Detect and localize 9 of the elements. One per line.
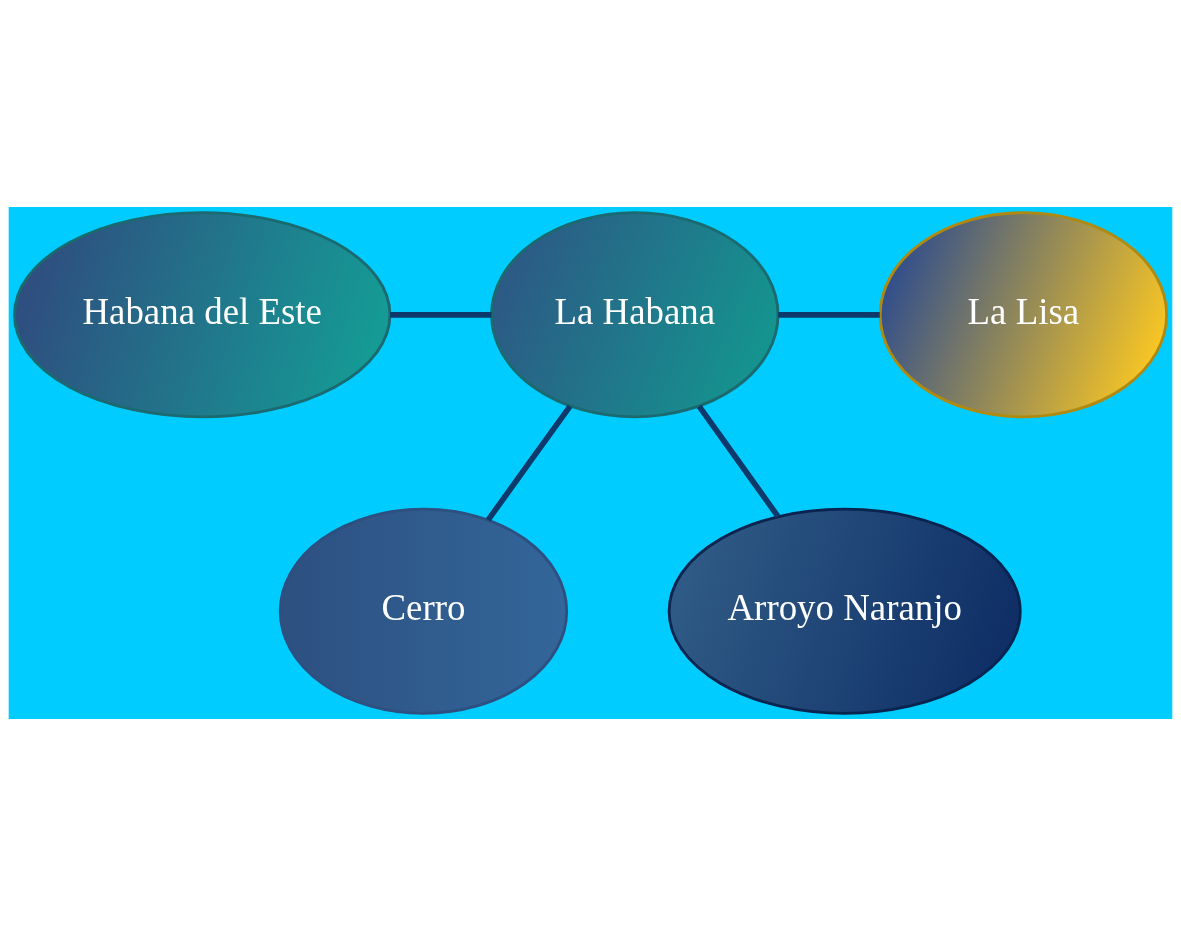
node-ellipse: Cerro <box>278 507 569 715</box>
node-ellipse: Habana del Este <box>13 210 392 418</box>
connector <box>390 311 492 318</box>
node-ellipse: La Habana <box>490 210 780 418</box>
connector <box>778 311 880 318</box>
node-ellipse: La Lisa <box>878 210 1169 418</box>
node-ellipse: Arroyo Naranjo <box>667 507 1022 715</box>
connector <box>485 404 573 522</box>
connector <box>696 404 781 518</box>
